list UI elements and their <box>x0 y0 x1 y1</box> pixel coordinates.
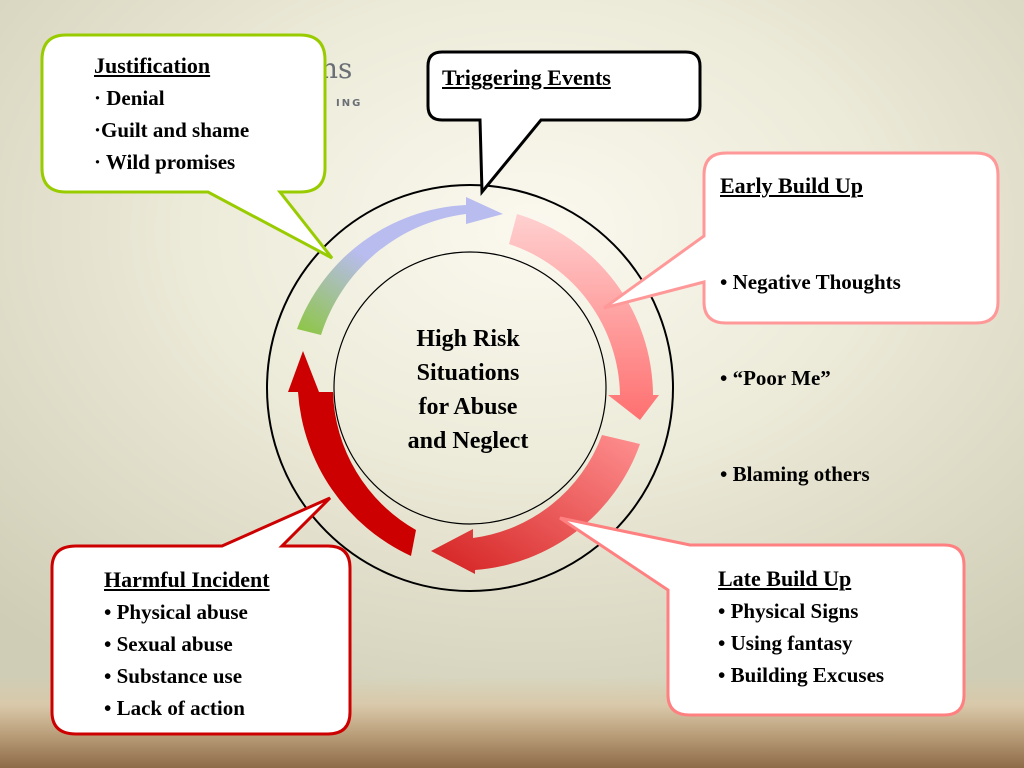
list-item: · Wild promises <box>94 150 236 174</box>
list-item: • Substance use <box>104 664 243 688</box>
inner-ring <box>333 251 607 525</box>
callout-triggering: Triggering Events <box>442 62 611 94</box>
list-item: • Blaming others <box>720 462 870 486</box>
list-item: ·Guilt and shame <box>94 118 250 142</box>
center-line-1: High Risk <box>416 326 520 352</box>
late-title: Late Build Up <box>718 566 852 591</box>
late-list: • Physical Signs • Using fantasy • Build… <box>718 595 884 691</box>
arrow-late <box>431 435 640 574</box>
logo-tagline: ING <box>336 98 363 109</box>
list-item: • Negative Thoughts <box>720 270 901 294</box>
center-line-4: and Neglect <box>407 428 529 454</box>
list-item: • Building Excuses <box>718 663 885 687</box>
center-line-3: for Abuse <box>418 394 518 420</box>
list-item: • Sexual abuse <box>104 632 233 656</box>
callout-harmful: Harmful Incident • Physical abuse • Sexu… <box>104 564 270 724</box>
early-list: • Negative Thoughts • “Poor Me” • Blamin… <box>720 202 901 554</box>
callout-harmful-bubble <box>50 496 352 736</box>
justification-title: Justification <box>94 53 211 78</box>
list-item: • Physical abuse <box>104 600 248 624</box>
harmful-title: Harmful Incident <box>104 567 270 592</box>
list-item: • Lack of action <box>104 696 245 720</box>
callout-late: Late Build Up • Physical Signs • Using f… <box>718 563 884 691</box>
early-title: Early Build Up <box>720 173 864 198</box>
outer-ring <box>266 184 674 592</box>
callout-triggering-bubble <box>426 50 702 197</box>
callout-late-bubble <box>559 516 966 717</box>
arrow-justification <box>297 197 503 335</box>
harmful-list: • Physical abuse • Sexual abuse • Substa… <box>104 596 270 724</box>
arrow-early <box>509 214 659 420</box>
list-item: • Physical Signs <box>718 599 859 623</box>
callout-early-bubble <box>603 151 1000 325</box>
list-item: • Using fantasy <box>718 631 853 655</box>
callout-early: Early Build Up • Negative Thoughts • “Po… <box>720 170 901 554</box>
arrow-harmful <box>288 351 416 556</box>
callout-justification-bubble <box>40 33 334 260</box>
center-line-2: Situations <box>416 360 520 386</box>
justification-list: · Denial ·Guilt and shame · Wild promise… <box>94 82 249 178</box>
triggering-title: Triggering Events <box>442 65 611 90</box>
list-item: • “Poor Me” <box>720 366 831 390</box>
callout-justification: Justification · Denial ·Guilt and shame … <box>94 50 249 178</box>
list-item: · Denial <box>94 86 165 110</box>
center-label: High Risk Situations for Abuse and Negle… <box>368 322 568 458</box>
